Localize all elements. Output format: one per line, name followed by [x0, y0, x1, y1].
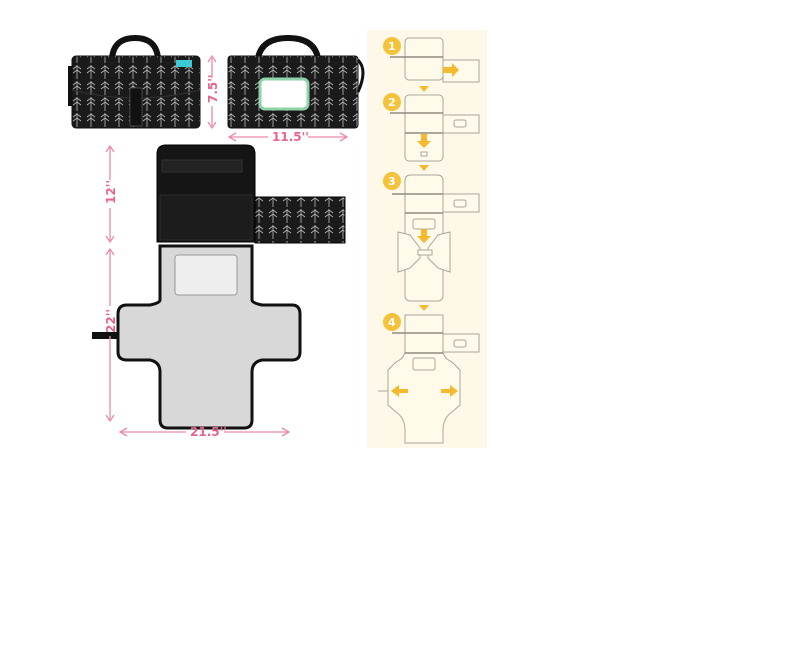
step-badge: [383, 313, 401, 331]
step-4: 4: [378, 313, 480, 444]
svg-text:12'': 12'': [104, 180, 118, 204]
step-badge: [383, 37, 401, 55]
svg-text:7.5'': 7.5'': [206, 74, 220, 103]
arrow-right-icon: [441, 385, 458, 397]
changing-mat: [116, 244, 302, 430]
step-3: 3: [383, 172, 480, 302]
carry-handle: [255, 34, 321, 59]
mat-strap: [92, 332, 118, 339]
carry-handle: [109, 34, 161, 59]
side-pocket-panel: [254, 196, 346, 244]
dimension-closed-height: 7.5'': [206, 54, 220, 130]
instruction-panel: 1 2 3: [367, 30, 487, 448]
head-pillow: [174, 254, 238, 296]
arrow-left-icon: [391, 385, 408, 397]
svg-text:4: 4: [388, 316, 396, 329]
dimension-closed-width: 11.5'': [227, 130, 349, 144]
step-2: 2: [383, 93, 480, 162]
svg-text:3: 3: [388, 175, 396, 188]
dimension-top-length: 12'': [104, 144, 118, 244]
buckle-strap: [129, 87, 143, 127]
step-badge: [383, 172, 401, 190]
svg-text:11.5'': 11.5'': [272, 130, 309, 144]
down-triangle-icon: [419, 165, 429, 171]
svg-text:1: 1: [388, 40, 396, 53]
dimension-mat-width: 21.5'': [118, 425, 291, 439]
mesh-pocket: [159, 194, 253, 241]
down-triangle-icon: [419, 86, 429, 92]
step-badge: [383, 93, 401, 111]
arrow-down-icon: [417, 229, 431, 243]
down-triangle-icon: [419, 305, 429, 311]
arrow-down-icon: [417, 134, 431, 148]
arrow-right-icon: [443, 63, 459, 77]
dimension-mat-length: 22'': [104, 247, 118, 423]
brand-tag: [176, 60, 192, 67]
closed-bag-front: [68, 34, 201, 129]
step-1: 1: [383, 37, 480, 83]
svg-text:21.5'': 21.5'': [190, 425, 227, 439]
closed-bag-back: [227, 34, 365, 129]
svg-text:22'': 22'': [104, 309, 118, 333]
svg-text:2: 2: [388, 96, 396, 109]
open-changing-station: [92, 144, 346, 430]
wipes-window: [258, 77, 310, 111]
